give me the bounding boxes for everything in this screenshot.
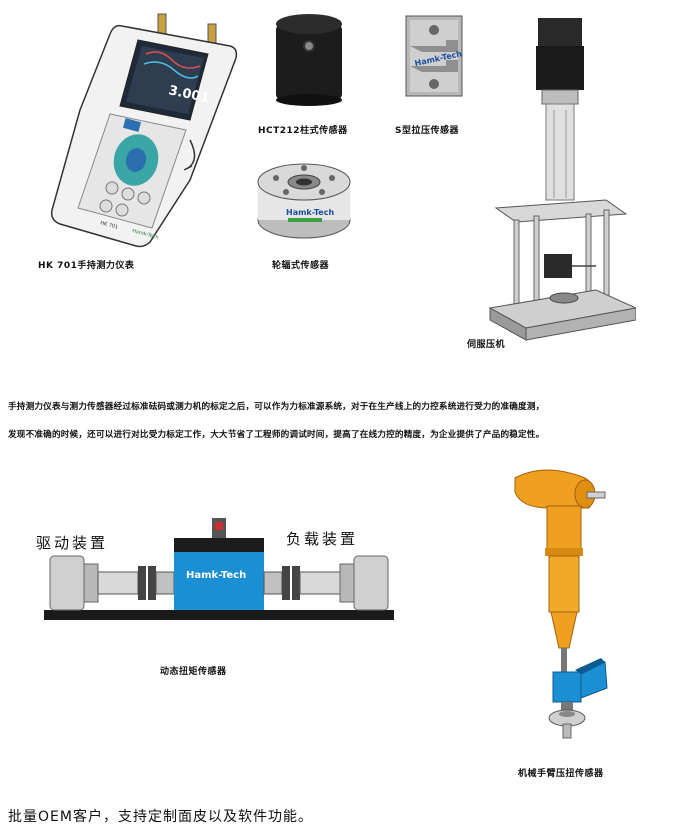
s-sensor-caption: S型拉压传感器: [395, 126, 459, 136]
svg-text:HK 701: HK 701: [99, 220, 118, 230]
robot-arm-caption: 机械手臂压扭传感器: [518, 769, 604, 779]
description-line-1: 手持测力仪表与测力传感器经过标准砝码或测力机的标定之后，可以作为力标准源系统，对…: [8, 402, 545, 412]
column-sensor-caption: HCT212柱式传感器: [258, 126, 348, 136]
servo-press-caption: 伺服压机: [467, 340, 506, 350]
s-sensor-image: Hamk-Tech: [405, 15, 463, 97]
column-sensor-image: [276, 14, 342, 106]
servo-press-image: [488, 18, 636, 341]
torque-sensor-brand: Hamk-Tech: [186, 570, 246, 581]
drive-device-label: 驱动装置: [36, 534, 109, 552]
handheld-meter-image: 3.001 HK 701 Hamk-Tech: [50, 13, 238, 248]
spoke-sensor-image: Hamk-Tech: [257, 163, 351, 239]
robot-arm-image: [514, 469, 608, 739]
load-device-label: 负载装置: [286, 530, 359, 548]
description-line-2: 发现不准确的时候，还可以进行对比受力标定工作，大大节省了工程师的调试时间，提高了…: [8, 430, 545, 440]
spoke-sensor-caption: 轮辐式传感器: [272, 261, 330, 271]
footer-text: 批量OEM客户，支持定制面皮以及软件功能。: [8, 809, 313, 825]
torque-caption: 动态扭矩传感器: [160, 667, 227, 677]
spoke-sensor-brand: Hamk-Tech: [286, 208, 334, 217]
torque-bench-image: Hamk-Tech: [44, 518, 394, 620]
handheld-caption: HK 701手持测力仪表: [38, 261, 135, 271]
